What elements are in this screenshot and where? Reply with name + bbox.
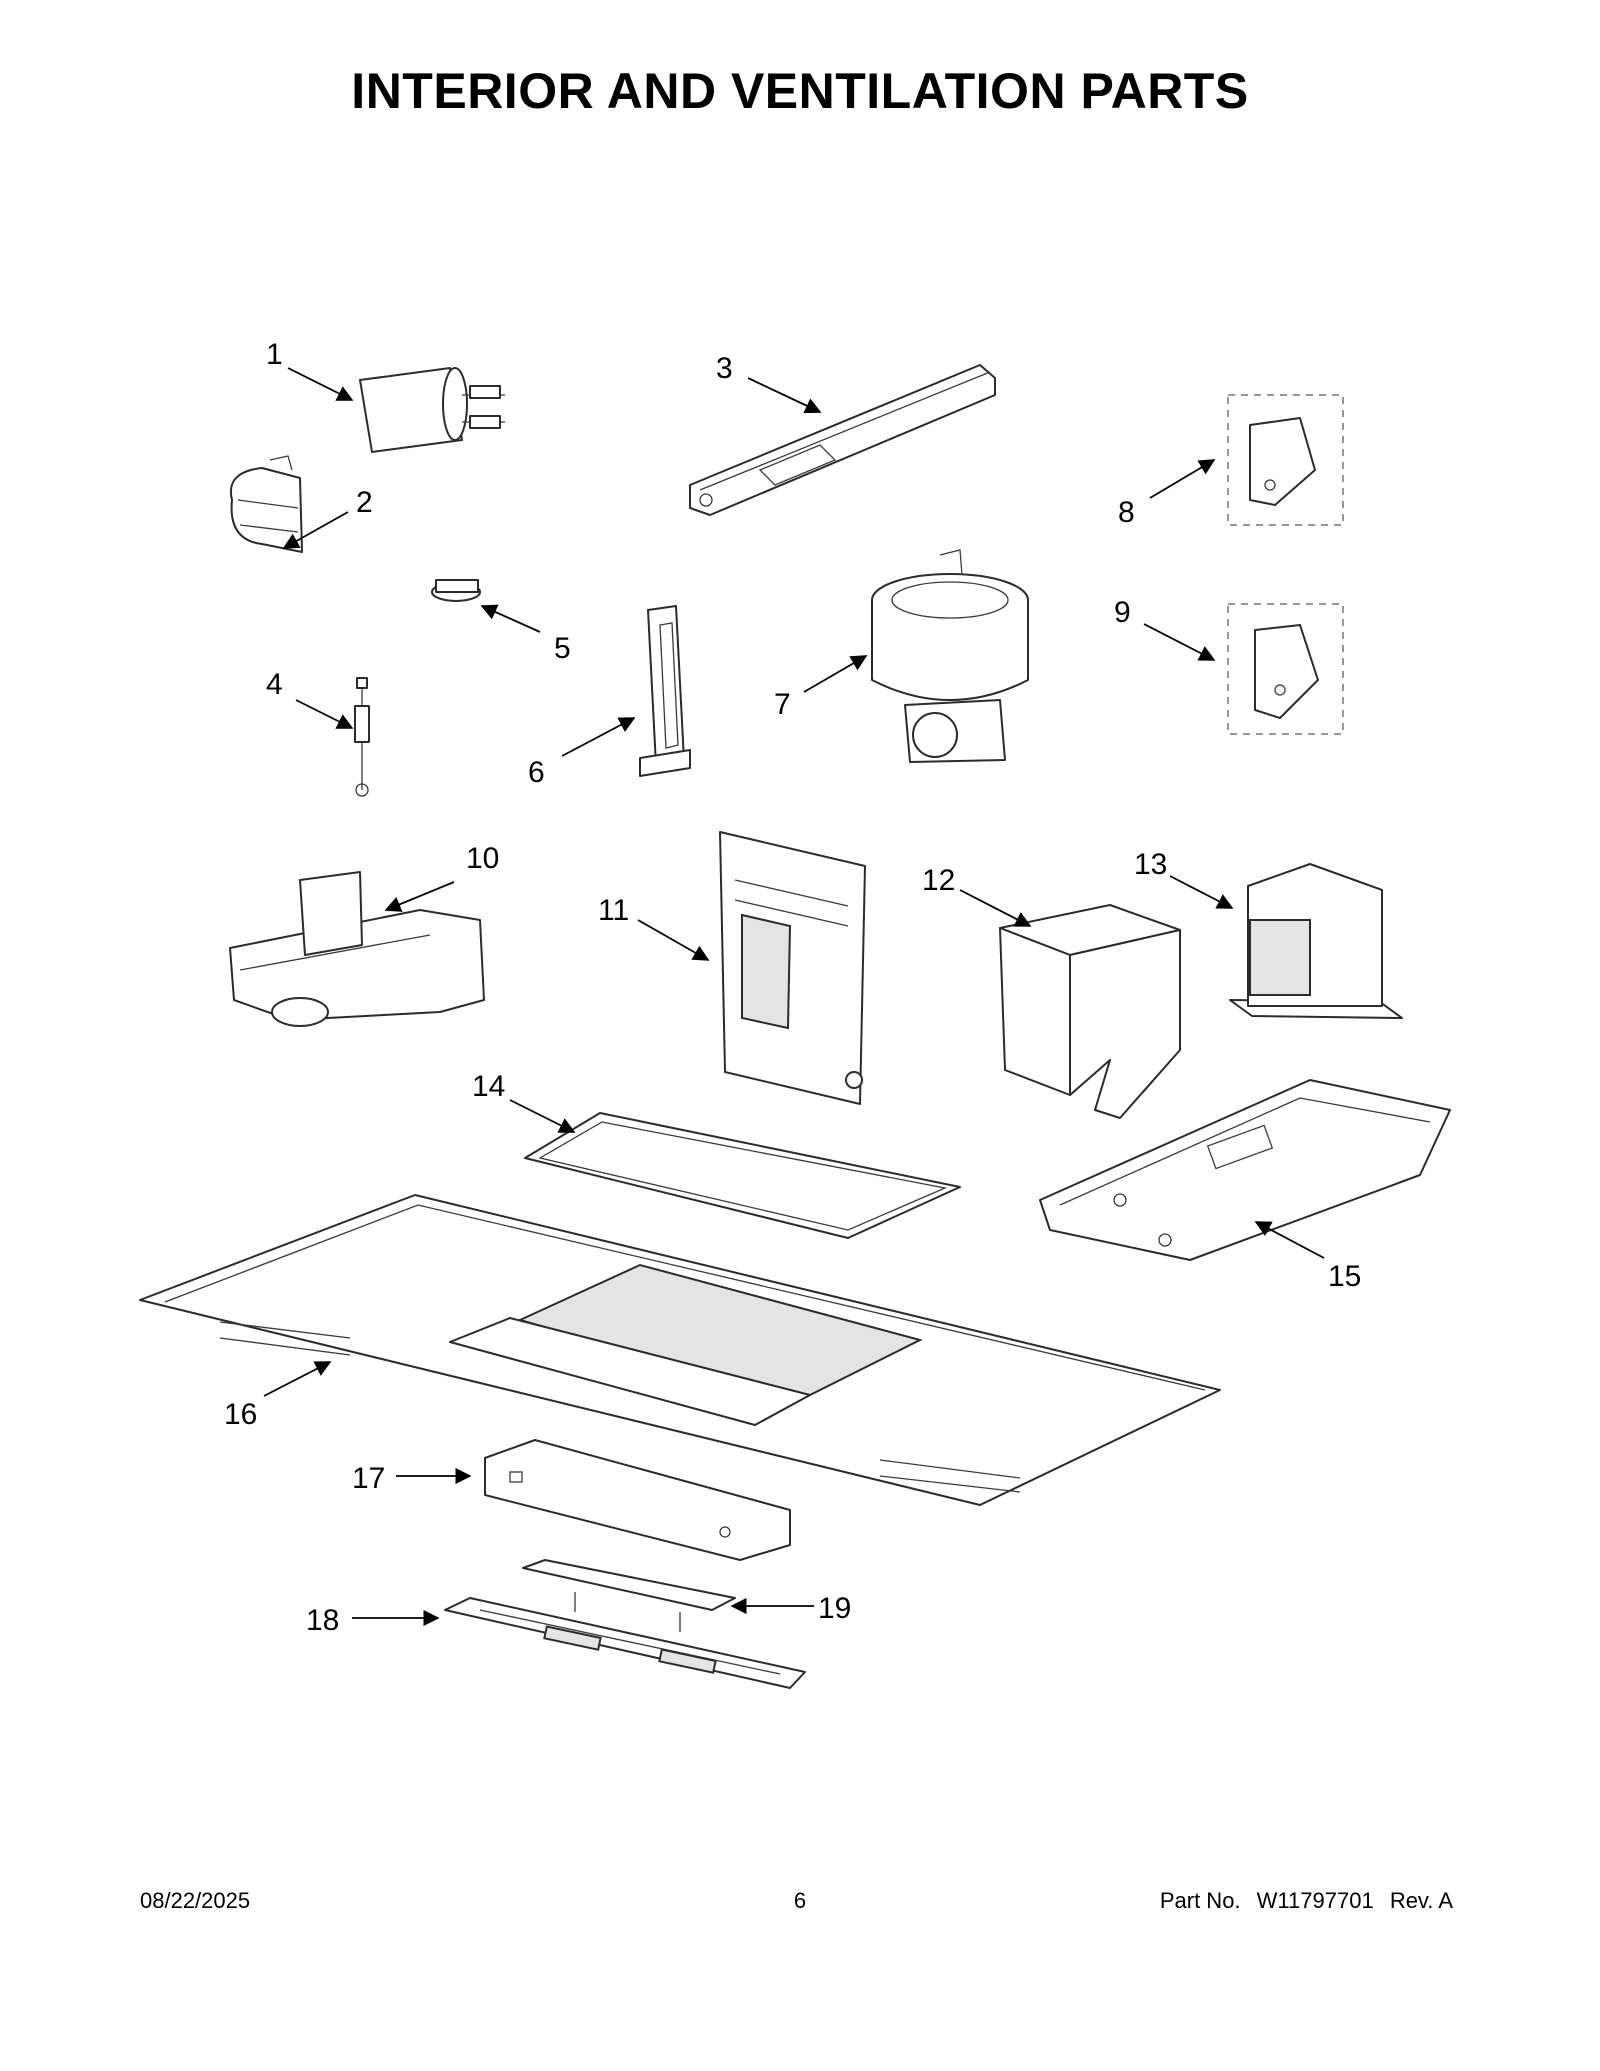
callout-13: 13 xyxy=(1134,848,1234,909)
part-3-bracket xyxy=(689,364,996,516)
page-title: INTERIOR AND VENTILATION PARTS xyxy=(351,63,1249,119)
callout-18: 18 xyxy=(306,1604,440,1637)
callout-6: 6 xyxy=(528,717,636,789)
callout-11: 11 xyxy=(598,894,710,961)
callout-label: 5 xyxy=(554,632,571,665)
callout-label: 13 xyxy=(1134,848,1167,881)
callout-label: 17 xyxy=(352,1462,385,1495)
callout-label: 7 xyxy=(774,688,791,721)
part-5-thermal-cutout xyxy=(431,579,481,602)
part-10-air-duct xyxy=(229,871,485,1027)
callout-1: 1 xyxy=(266,338,354,401)
callout-3: 3 xyxy=(716,352,822,414)
callout-label: 8 xyxy=(1118,496,1135,529)
part-13-transformer xyxy=(1229,863,1403,1019)
part-12-bracket-box xyxy=(999,904,1181,1119)
callout-4: 4 xyxy=(266,668,354,729)
callout-14: 14 xyxy=(472,1070,576,1133)
callout-label: 1 xyxy=(266,338,283,371)
callout-16: 16 xyxy=(224,1361,332,1431)
part-4-diode xyxy=(354,677,370,797)
callout-label: 9 xyxy=(1114,596,1131,629)
callout-label: 10 xyxy=(466,842,499,875)
part-11-damper-panel xyxy=(719,831,866,1105)
callout-label: 18 xyxy=(306,1604,339,1637)
footer-part-info: Part No. W11797701 Rev. A xyxy=(1150,1888,1453,1914)
callout-label: 2 xyxy=(356,486,373,519)
callout-7: 7 xyxy=(774,655,868,721)
callout-label: 6 xyxy=(528,756,545,789)
callout-2: 2 xyxy=(282,486,373,549)
part-number: W11797701 xyxy=(1256,1888,1374,1913)
callout-15: 15 xyxy=(1254,1221,1361,1293)
part-6-vertical-bracket xyxy=(639,605,691,777)
callout-9: 9 xyxy=(1114,596,1216,661)
callout-8: 8 xyxy=(1118,459,1216,529)
callout-label: 12 xyxy=(922,864,955,897)
callout-label: 3 xyxy=(716,352,733,385)
part-18-lens-frame xyxy=(444,1597,806,1689)
callout-10: 10 xyxy=(384,842,499,912)
part-8-switch xyxy=(1227,394,1344,526)
callout-group: 1 2 3 4 5 6 7 8 xyxy=(224,338,1361,1637)
part-7-blower xyxy=(871,549,1029,763)
part-17-light-housing xyxy=(484,1439,791,1561)
callout-label: 19 xyxy=(818,1592,851,1625)
part-16-bottom-plate xyxy=(139,1194,1221,1506)
part-14-filter xyxy=(524,1112,961,1239)
callout-label: 16 xyxy=(224,1398,257,1431)
callout-17: 17 xyxy=(352,1462,472,1495)
part-2-clamp xyxy=(229,455,303,553)
part-15-base-plate xyxy=(1039,1079,1451,1261)
footer-date: 08/22/2025 xyxy=(140,1888,251,1913)
part-number-label: Part No. xyxy=(1159,1888,1241,1913)
callout-label: 14 xyxy=(472,1070,505,1103)
callout-5: 5 xyxy=(480,604,571,665)
footer-page-number: 6 xyxy=(793,1888,807,1913)
callout-12: 12 xyxy=(922,864,1032,927)
callout-19: 19 xyxy=(730,1592,851,1625)
revision: Rev. A xyxy=(1389,1888,1453,1913)
callout-label: 4 xyxy=(266,668,283,701)
part-9-switch xyxy=(1227,603,1344,735)
callout-label: 15 xyxy=(1328,1260,1361,1293)
part-1-capacitor xyxy=(359,367,505,453)
callout-label: 11 xyxy=(598,894,629,927)
